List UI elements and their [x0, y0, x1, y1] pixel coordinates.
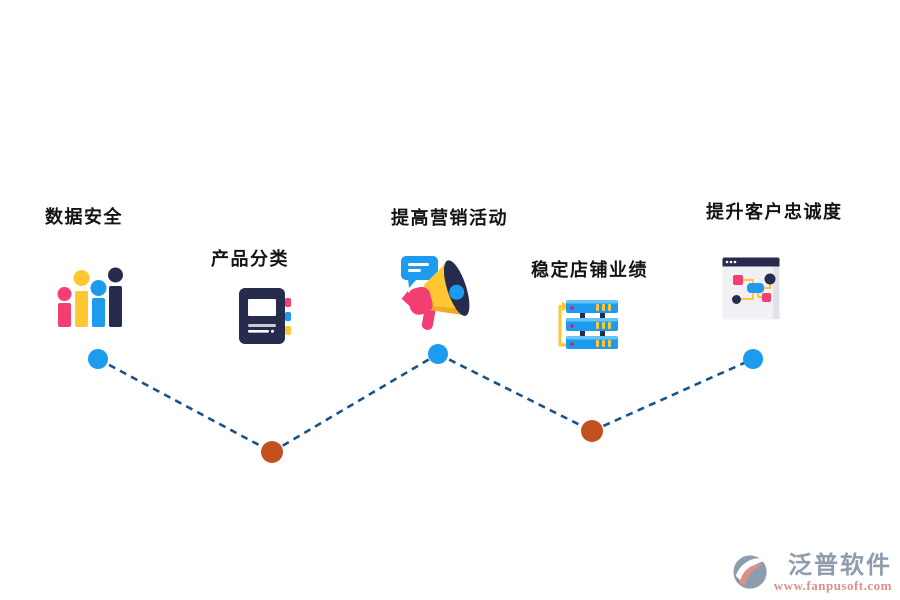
- timeline-node-5: [743, 349, 763, 369]
- timeline-segment: [437, 352, 593, 433]
- timeline-node-2: [261, 441, 283, 463]
- browser-icon: [722, 257, 780, 320]
- bar-chart-icon: [57, 267, 123, 327]
- milestone-label-store-performance: 稳定店铺业绩: [531, 260, 648, 281]
- speech-bubble: [401, 256, 438, 288]
- megaphone-icon: [401, 256, 470, 330]
- footer-url: www.fanpusoft.com: [773, 578, 892, 593]
- timeline-segment: [271, 352, 439, 454]
- timeline-node-3: [428, 344, 448, 364]
- timeline-node-1: [88, 349, 108, 369]
- fanpu-logo-icon: [733, 555, 767, 589]
- timeline-node-4: [581, 420, 603, 442]
- notebook-icon: [239, 288, 291, 344]
- footer-brand-name: 泛普软件: [788, 550, 892, 579]
- timeline-segment: [97, 357, 273, 454]
- milestone-label-marketing: 提高营销活动: [391, 208, 508, 229]
- milestone-label-customer-loyalty: 提升客户忠诚度: [706, 202, 843, 223]
- timeline-segment: [591, 357, 754, 433]
- footer-watermark: 泛普软件 www.fanpusoft.com: [732, 550, 892, 594]
- milestone-label-data-security: 数据安全: [45, 207, 123, 228]
- milestone-label-product-category: 产品分类: [211, 249, 289, 270]
- server-icon: [558, 300, 618, 349]
